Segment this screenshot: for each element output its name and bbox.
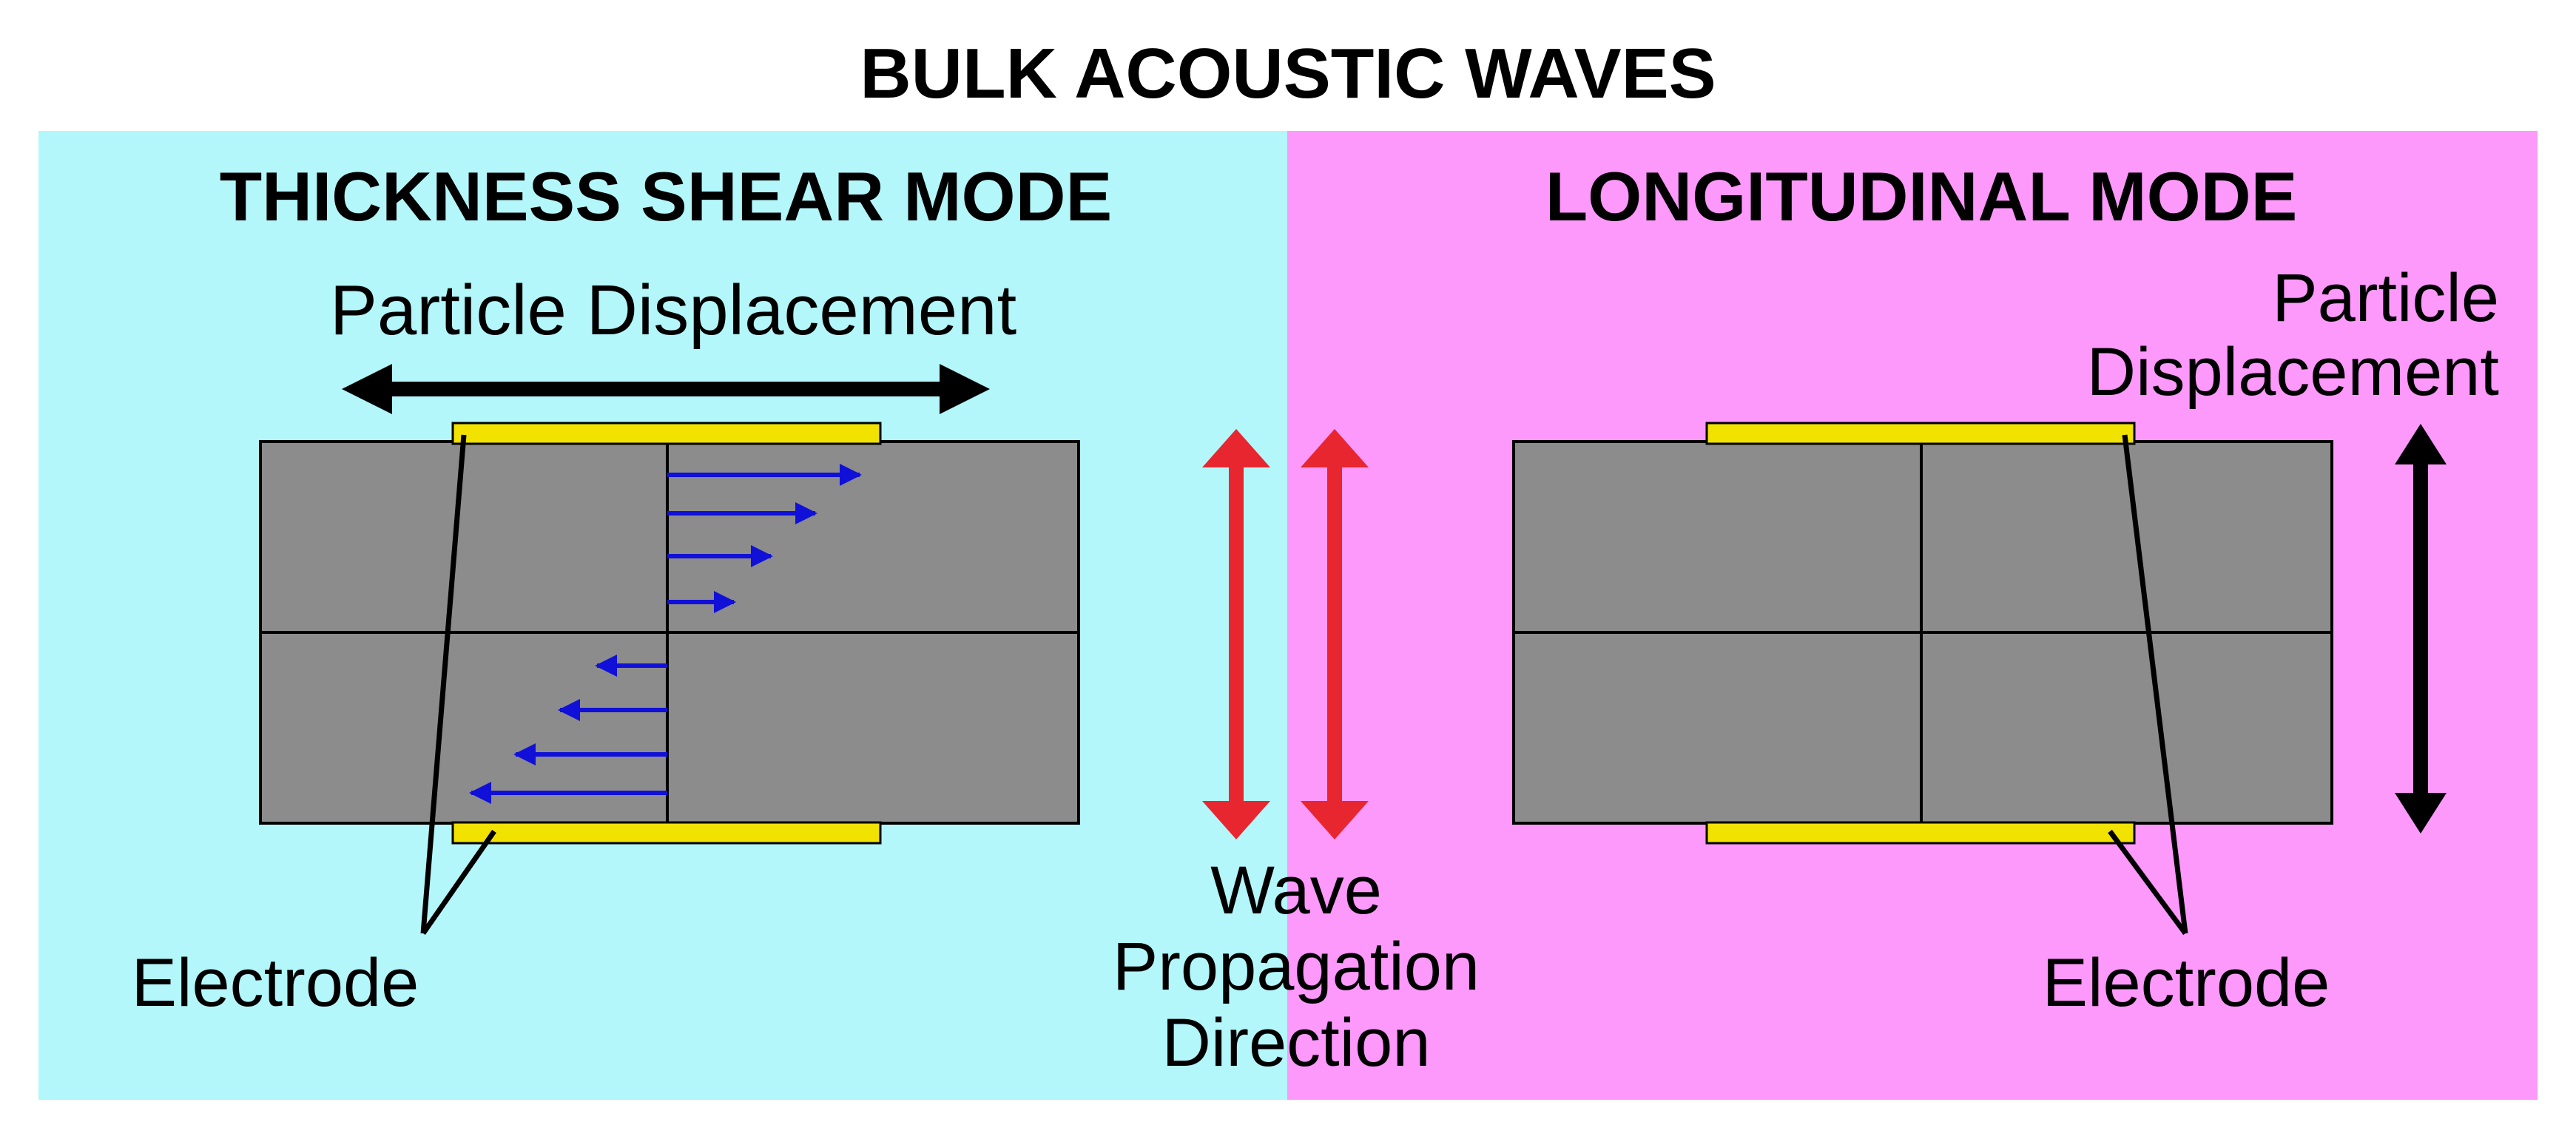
right-top-electrode [1705,422,2136,445]
right-bottom-electrode [1705,821,2136,845]
wave-arrow-2 [1301,429,1369,839]
right-displacement-label-line-1: Particle [2272,260,2499,336]
right-displacement-label-line-2: Displacement [2087,334,2499,410]
wave-arrow-1 [1202,429,1270,839]
right-electrode-label: Electrode [2043,945,2330,1021]
wave-label-line-1: Wave [1210,853,1382,928]
left-crystal [259,440,1080,825]
right-panel-heading: LONGITUDINAL MODE [1545,158,2298,235]
left-particle-displacement-arrow [342,364,990,414]
left-electrode-leader-lines [420,434,496,935]
left-electrode-label: Electrode [132,945,419,1021]
wave-label-line-2: Propagation [1113,929,1480,1004]
left-top-electrode [451,422,882,445]
wave-label-line-3: Direction [1161,1005,1430,1081]
left-bottom-electrode [451,821,882,845]
left-panel-heading: THICKNESS SHEAR MODE [220,158,1112,235]
left-displacement-label: Particle Displacement [330,271,1016,350]
right-crystal [1512,440,2333,825]
wave-propagation-arrows [1202,429,1369,839]
diagram-title: BULK ACOUSTIC WAVES [860,34,1716,113]
right-electrode-leader-lines [2108,434,2188,936]
right-particle-displacement-arrow [2395,424,2447,834]
shear-displacement-vectors [469,464,862,804]
